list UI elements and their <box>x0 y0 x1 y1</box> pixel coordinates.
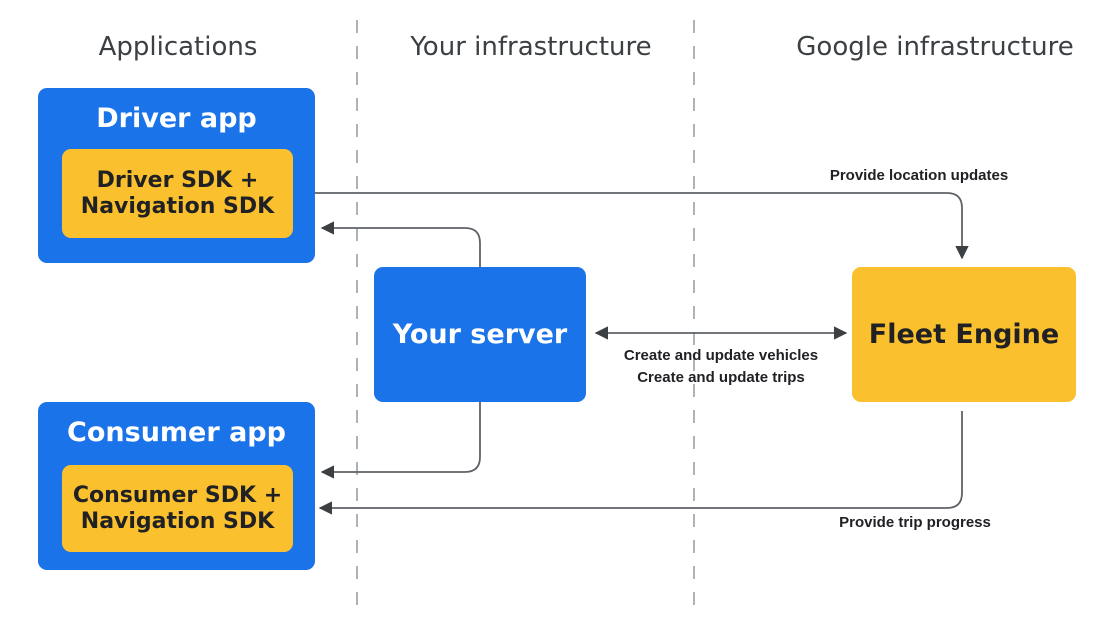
connector-arrows <box>293 192 969 515</box>
node-your-server[interactable]: Your server <box>374 267 586 402</box>
create-and-update-label: Create and update vehicles Create and up… <box>623 347 819 386</box>
your-server-title: Your server <box>392 319 568 350</box>
provide-location-updates-label: Provide location updates <box>829 167 1009 184</box>
provide-trip-progress-label: Provide trip progress <box>839 514 991 531</box>
consumer-app-title: Consumer app <box>67 417 286 448</box>
node-consumer-sdk[interactable]: Consumer SDK + Navigation SDK <box>62 465 293 552</box>
provide-location-updates <box>293 192 969 260</box>
server-to-consumer-app <box>320 402 481 479</box>
driver-app-title: Driver app <box>96 103 257 134</box>
fleet-engine-title: Fleet Engine <box>868 319 1060 350</box>
section-dividers <box>356 20 695 606</box>
node-fleet-engine[interactable]: Fleet Engine <box>852 267 1076 402</box>
driver-sdk-label: Driver SDK + Navigation SDK <box>80 167 275 219</box>
server-to-driver-app <box>320 221 481 267</box>
provide-trip-progress <box>318 411 963 515</box>
consumer-sdk-label: Consumer SDK + Navigation SDK <box>72 482 283 534</box>
column-heading-google-infrastructure: Google infrastructure <box>796 32 1074 62</box>
node-driver-sdk[interactable]: Driver SDK + Navigation SDK <box>62 149 293 238</box>
column-heading-applications: Applications <box>98 32 258 62</box>
column-heading-your-infrastructure: Your infrastructure <box>410 32 652 62</box>
